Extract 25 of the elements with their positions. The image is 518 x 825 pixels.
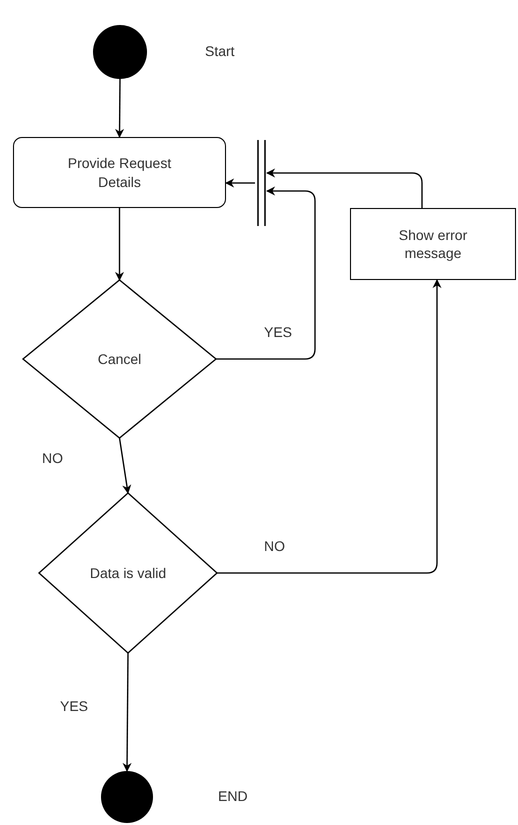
process-box bbox=[13, 137, 226, 208]
arrow bbox=[266, 168, 423, 208]
arrow bbox=[217, 279, 442, 574]
terminal-circle bbox=[93, 25, 147, 79]
edge-label: NO bbox=[40, 450, 65, 466]
arrow bbox=[118, 438, 132, 494]
arrow bbox=[115, 79, 124, 138]
terminal-label: END bbox=[218, 788, 248, 804]
merge-bar bbox=[255, 140, 267, 226]
node-label: Provide Request Details bbox=[66, 154, 172, 191]
decision-diamond bbox=[23, 280, 216, 438]
node-label: Data is valid bbox=[90, 564, 166, 582]
arrow bbox=[216, 186, 316, 360]
terminal-circle bbox=[101, 771, 153, 823]
decision-diamond bbox=[39, 493, 217, 653]
edge-label: YES bbox=[58, 698, 90, 714]
node-label: Show error message bbox=[398, 226, 468, 262]
arrow bbox=[122, 653, 132, 772]
process-box bbox=[350, 208, 516, 280]
terminal-label: Start bbox=[205, 43, 235, 59]
edge-label: NO bbox=[262, 538, 287, 554]
arrow bbox=[115, 208, 124, 281]
arrow bbox=[225, 178, 255, 188]
node-label: Cancel bbox=[98, 350, 142, 368]
edge-label: YES bbox=[262, 324, 294, 340]
